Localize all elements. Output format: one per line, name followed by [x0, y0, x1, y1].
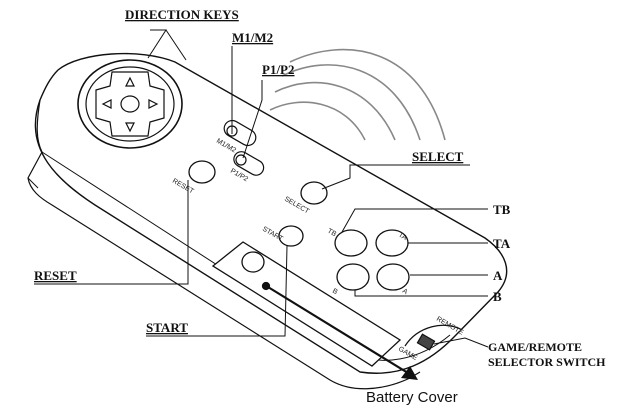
b-device-text: B — [331, 288, 339, 297]
p1p2-label: P1/P2 — [262, 62, 295, 77]
callout-lines — [34, 29, 489, 348]
select-label: SELECT — [412, 149, 464, 164]
a-label: A — [493, 268, 503, 283]
b-button[interactable] — [336, 263, 370, 291]
game-remote-label-line2: SELECTOR SWITCH — [488, 355, 606, 369]
start-button[interactable] — [278, 225, 304, 247]
m1m2-label: M1/M2 — [232, 30, 273, 45]
reset-label: RESET — [34, 268, 77, 283]
b-label: B — [493, 289, 502, 304]
game-remote-switch[interactable] — [404, 324, 463, 351]
game-remote-label-line1: GAME/REMOTE — [488, 340, 582, 354]
tb-device-text: TB — [326, 228, 338, 239]
battery-cover-label: Battery Cover — [366, 389, 458, 406]
signal-waves-icon — [269, 48, 446, 141]
a-device-text: A — [401, 288, 409, 297]
direction-pad[interactable] — [77, 59, 183, 149]
tb-button[interactable] — [334, 229, 368, 257]
reset-button[interactable] — [188, 160, 216, 184]
tb-label: TB — [493, 202, 511, 217]
ta-device-text: TA — [397, 232, 408, 242]
a-button[interactable] — [376, 263, 410, 291]
battery-cover[interactable] — [211, 241, 402, 367]
battery-arrow-icon — [267, 286, 418, 380]
direction-keys-label: DIRECTION KEYS — [125, 7, 239, 22]
start-label: START — [146, 320, 188, 335]
select-button[interactable] — [300, 181, 328, 205]
ta-label: TA — [493, 236, 511, 251]
